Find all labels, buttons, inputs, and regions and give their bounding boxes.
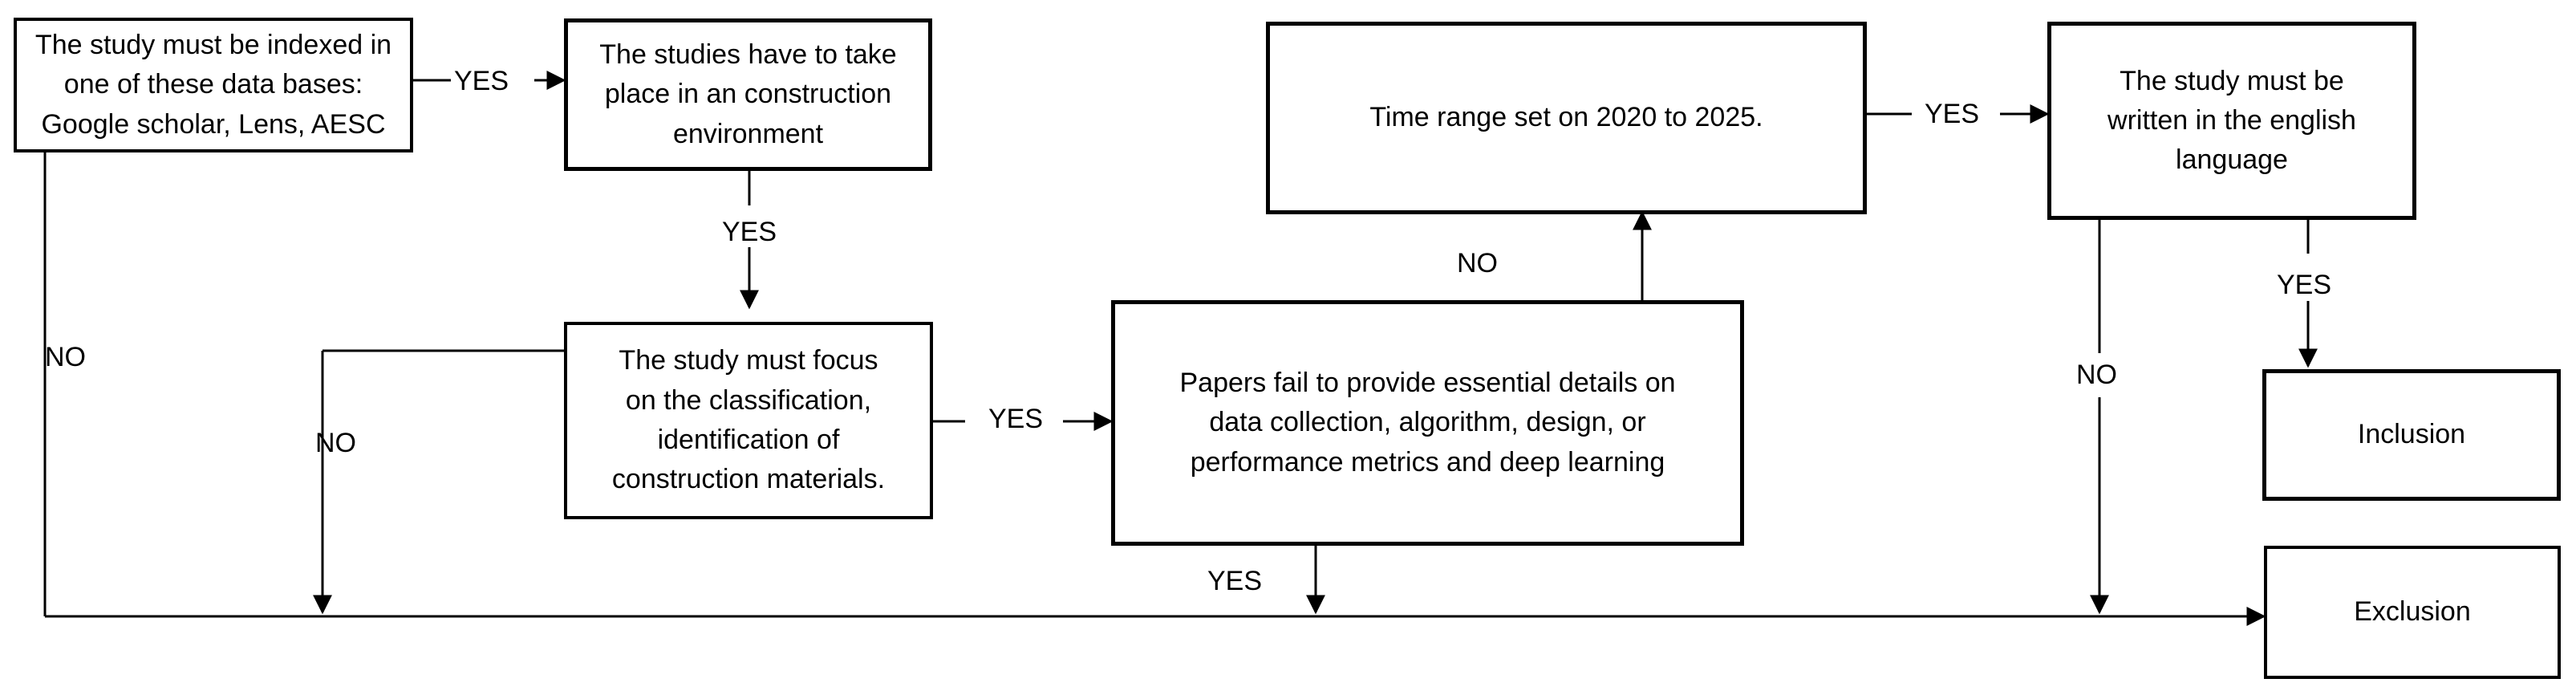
node-time-range: Time range set on 2020 to 2025. (1266, 22, 1867, 214)
edge-label-english-yes: YES (2277, 270, 2332, 300)
node-indexed-databases: The study must be indexed in one of thes… (14, 18, 413, 152)
edge-label-details-no: NO (1457, 248, 1498, 278)
edge-label-focus-no: NO (315, 428, 356, 458)
edge-label-indexed-no: NO (45, 342, 86, 372)
node-inclusion: Inclusion (2262, 369, 2561, 501)
node-exclusion: Exclusion (2264, 546, 2561, 679)
edge-label-focus-yes: YES (988, 404, 1044, 434)
edge-label-env-yes: YES (722, 217, 777, 247)
edge-label-indexed-yes: YES (454, 66, 509, 96)
edge-label-english-no: NO (2076, 360, 2117, 390)
node-exclusion-label: Exclusion (2354, 596, 2471, 628)
node-papers-fail-details-label: Papers fail to provide essential details… (1179, 368, 1676, 478)
node-construction-environment-label: The studies have to take place in an con… (599, 39, 897, 149)
node-construction-environment: The studies have to take place in an con… (564, 18, 932, 171)
node-indexed-label: The study must be indexed in one of thes… (34, 30, 392, 140)
node-english-language: The study must be written in the english… (2047, 22, 2416, 220)
node-focus-classification-label: The study must focus on the classificati… (611, 345, 886, 495)
node-papers-fail-details: Papers fail to provide essential details… (1111, 300, 1744, 546)
edge-label-time-yes: YES (1925, 99, 1980, 129)
node-time-range-label: Time range set on 2020 to 2025. (1369, 102, 1763, 133)
node-inclusion-label: Inclusion (2357, 419, 2466, 450)
node-english-language-label: The study must be written in the english… (2107, 65, 2356, 176)
node-focus-classification: The study must focus on the classificati… (564, 322, 933, 519)
edge-label-details-yes: YES (1207, 566, 1263, 596)
